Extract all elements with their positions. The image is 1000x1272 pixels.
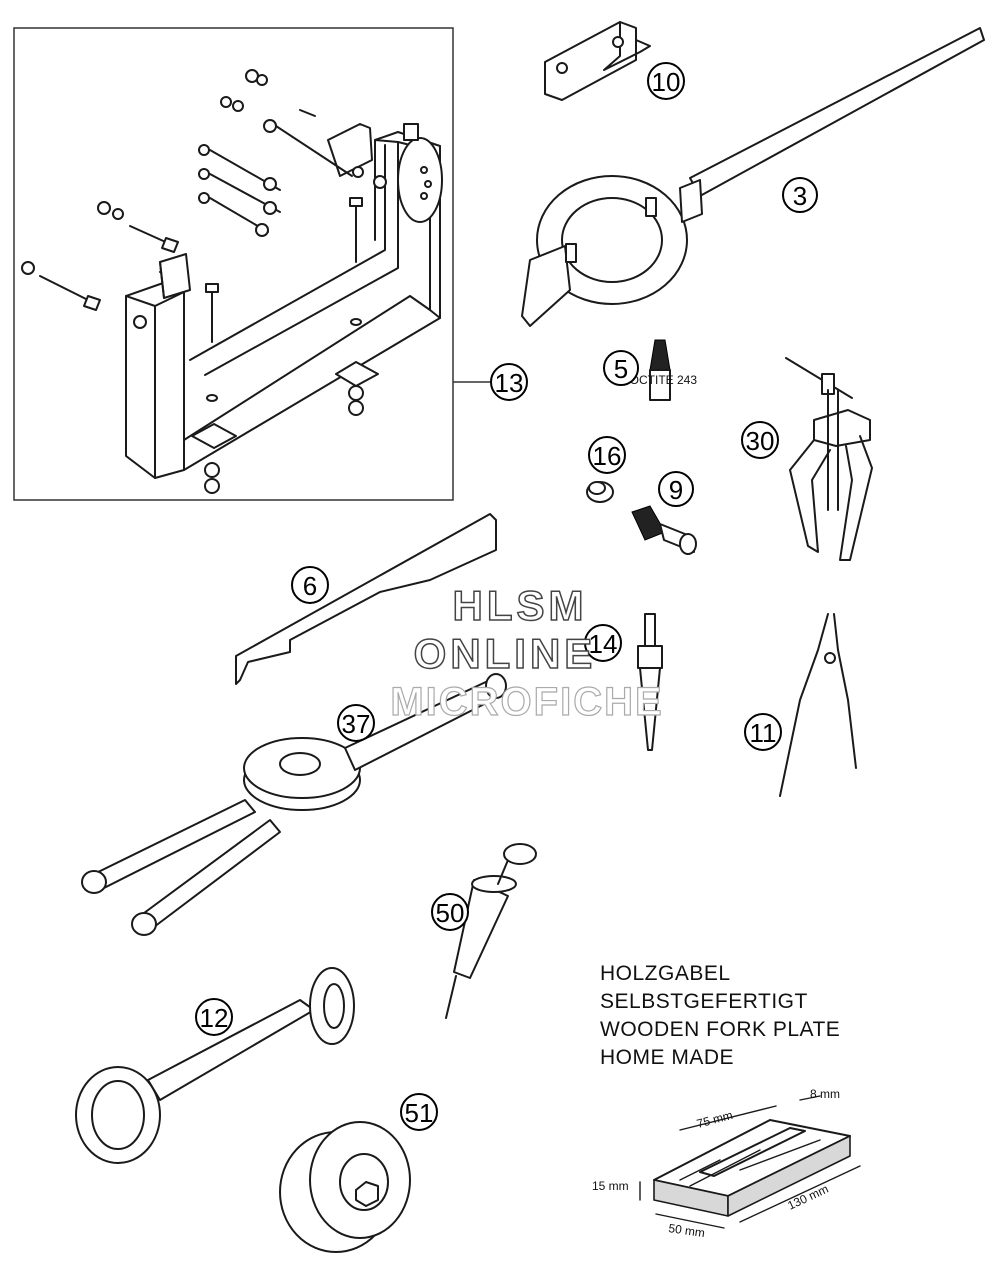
- callout-51: 51: [400, 1093, 438, 1131]
- note-line-3: WOODEN FORK PLATE: [600, 1018, 841, 1041]
- extractor-drawing: [637, 613, 663, 751]
- dim-50mm: 50 mm: [668, 1221, 706, 1240]
- engine-stand-frame-box: [13, 27, 454, 501]
- sleeve-drawing: [586, 481, 614, 503]
- callout-5: 5: [603, 350, 639, 386]
- svg-text:11: 11: [750, 718, 777, 748]
- svg-text:13: 13: [495, 368, 524, 398]
- svg-text:9: 9: [669, 475, 683, 505]
- callout-13: 13: [490, 363, 528, 401]
- note-line-2: SELBSTGEFERTIGT: [600, 990, 808, 1013]
- engine-stand-drawing: [21, 69, 443, 494]
- flat-bar-tool-drawing: [235, 513, 497, 685]
- clutch-holder-drawing: [521, 27, 985, 327]
- pin-wrench-drawing: [75, 967, 355, 1164]
- callout-30: 30: [741, 421, 779, 459]
- holding-fixture-drawing: [81, 673, 507, 936]
- callout-10: 10: [647, 62, 685, 100]
- bearing-puller-drawing: [785, 357, 873, 561]
- loctite-tube-drawing: LOCTITE 243: [623, 339, 697, 401]
- svg-text:30: 30: [746, 426, 775, 456]
- circlip-pliers-drawing: [779, 613, 857, 797]
- svg-text:50: 50: [436, 898, 465, 928]
- callout-14: 14: [584, 624, 622, 662]
- plate-tool-drawing: [544, 21, 651, 101]
- watermark-line-3: MICROFICHE: [390, 679, 664, 724]
- wooden-fork-plate-drawing: 75 mm 8 mm 15 mm 130 mm 50 mm: [592, 1087, 861, 1240]
- flywheel-puller-drawing: [279, 1121, 411, 1253]
- callout-3: 3: [782, 177, 818, 213]
- callout-16: 16: [588, 436, 626, 474]
- svg-text:51: 51: [405, 1098, 434, 1128]
- note-line-1: HOLZGABEL: [600, 962, 731, 985]
- dim-130mm: 130 mm: [785, 1182, 830, 1213]
- wooden-fork-plate-note: HOLZGABEL SELBSTGEFERTIGT WOODEN FORK PL…: [600, 960, 840, 1072]
- callout-12: 12: [195, 998, 233, 1036]
- svg-text:14: 14: [589, 629, 618, 659]
- svg-text:3: 3: [793, 181, 807, 211]
- callout-6: 6: [291, 566, 329, 604]
- grease-syringe-drawing: [445, 843, 537, 1019]
- callout-11: 11: [744, 713, 782, 751]
- svg-text:5: 5: [614, 354, 628, 384]
- svg-text:16: 16: [593, 441, 622, 471]
- dim-75mm: 75 mm: [695, 1108, 734, 1131]
- adapter-tool-drawing: [631, 505, 697, 555]
- svg-text:6: 6: [303, 571, 317, 601]
- dim-8mm: 8 mm: [810, 1087, 840, 1101]
- dim-15mm: 15 mm: [592, 1179, 629, 1193]
- watermark-line-1: HLSM: [452, 581, 588, 630]
- callout-50: 50: [431, 893, 469, 931]
- watermark-line-2: ONLINE: [413, 629, 597, 678]
- callout-37: 37: [337, 704, 375, 742]
- note-line-4: HOME MADE: [600, 1046, 735, 1069]
- svg-text:12: 12: [200, 1003, 229, 1033]
- svg-text:10: 10: [652, 67, 681, 97]
- loctite-label: LOCTITE 243: [623, 373, 697, 387]
- callout-9: 9: [658, 471, 694, 507]
- svg-text:37: 37: [342, 709, 371, 739]
